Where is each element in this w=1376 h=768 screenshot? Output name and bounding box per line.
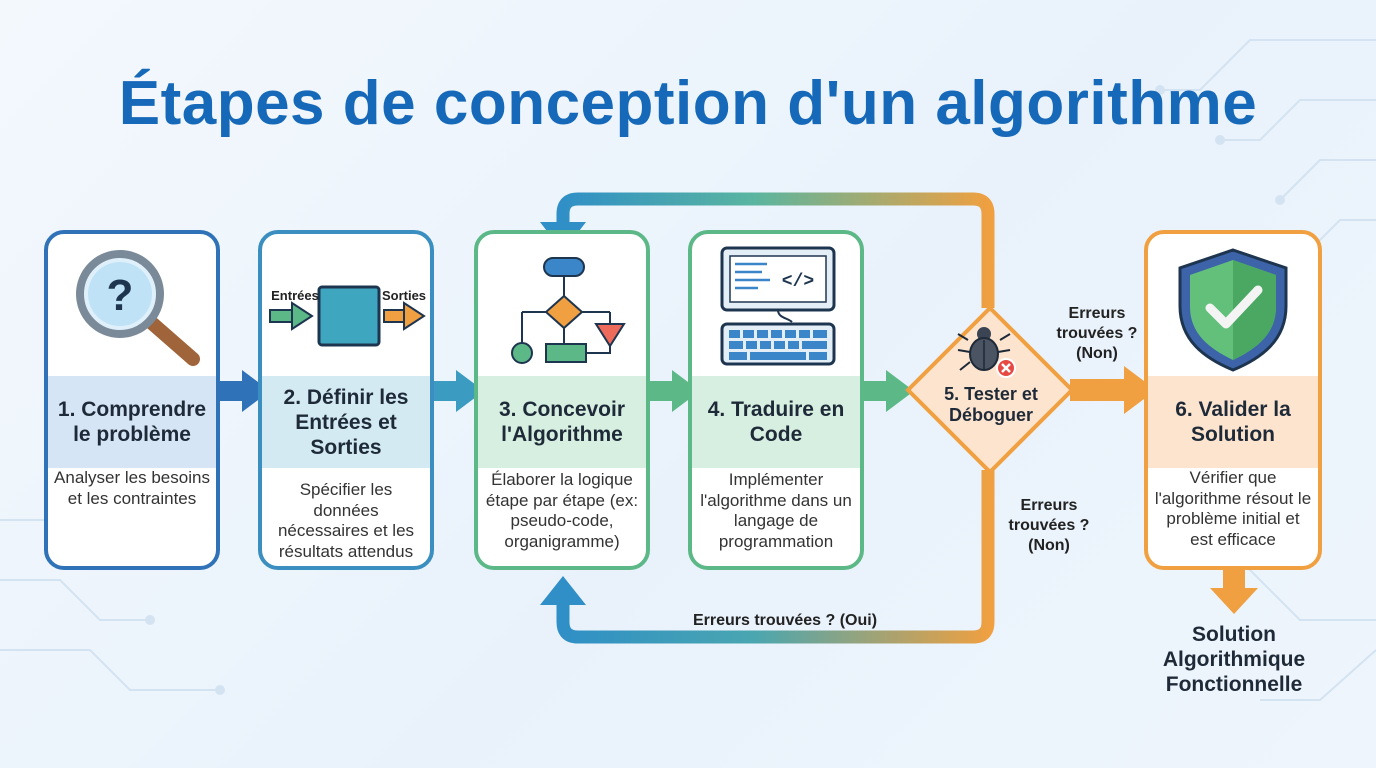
arrow-5-6: [1070, 366, 1156, 414]
page-title: Étapes de conception d'un algorithme: [118, 69, 1258, 138]
arrow-1-2: [218, 370, 270, 412]
arrow-2-3: [432, 370, 484, 412]
errors-no-label-top: Erreurs trouvées ? (Non): [1056, 305, 1138, 362]
svg-text:</>: </>: [782, 272, 814, 292]
input-output-box-icon: [269, 285, 426, 347]
outputs-label: Sorties: [381, 288, 427, 303]
shield-check-icon: [1178, 248, 1288, 372]
step-description: Spécifier les données nécessaires et les…: [277, 480, 415, 561]
step-card-validate: 6. Valider la Solution Vérifier que l'al…: [1144, 230, 1322, 570]
code-keyboard-icon: </>: [720, 246, 836, 366]
step-title: 4. Traduire en Code: [692, 376, 860, 468]
magnifier-question-icon: ?: [76, 250, 200, 366]
step-description: Élaborer la logique étape par étape (ex:…: [485, 470, 639, 551]
step-description: Vérifier que l'algorithme résout le prob…: [1154, 468, 1312, 549]
svg-text:?: ?: [107, 271, 134, 320]
loop-bottom-arrowhead: [540, 576, 586, 605]
inputs-label: Entrées: [271, 288, 319, 303]
arrow-3-4: [648, 370, 700, 412]
step-title: 6. Valider la Solution: [1148, 376, 1318, 468]
step-card-inputs-outputs: Entrées Sorties 2. Définir les Entrées e…: [258, 230, 434, 570]
arrow-4-5: [862, 370, 914, 412]
step-description: Implémenter l'algorithme dans un langage…: [700, 470, 852, 551]
arrow-6-final: [1210, 570, 1258, 614]
flowchart-icon: [511, 257, 626, 364]
final-solution-label: Solution Algorithmique Fonctionnelle: [1162, 623, 1306, 696]
errors-no-label-bottom: Erreurs trouvées ? (Non): [1008, 497, 1090, 554]
step-card-design: 3. Concevoir l'Algorithme Élaborer la lo…: [474, 230, 650, 570]
bug-icon: [957, 327, 1016, 378]
step-title: 1. Comprendre le problème: [48, 376, 216, 468]
loop-bottom-arrow: [556, 470, 995, 644]
step-title: 5. Tester et Déboguer: [944, 384, 1038, 425]
step-card-code: </> 4. Traduire en Code Implémenter l'al…: [688, 230, 864, 570]
step-description: Analyser les besoins et les contraintes: [54, 468, 210, 508]
step-title: 2. Définir les Entrées et Sorties: [262, 376, 430, 468]
loop-top-arrow: [556, 192, 995, 308]
step-card-understand: ? 1. Comprendre le problème Analyser les…: [44, 230, 220, 570]
errors-yes-label: Erreurs trouvées ? (Oui): [692, 612, 878, 629]
step-title: 3. Concevoir l'Algorithme: [478, 376, 646, 468]
